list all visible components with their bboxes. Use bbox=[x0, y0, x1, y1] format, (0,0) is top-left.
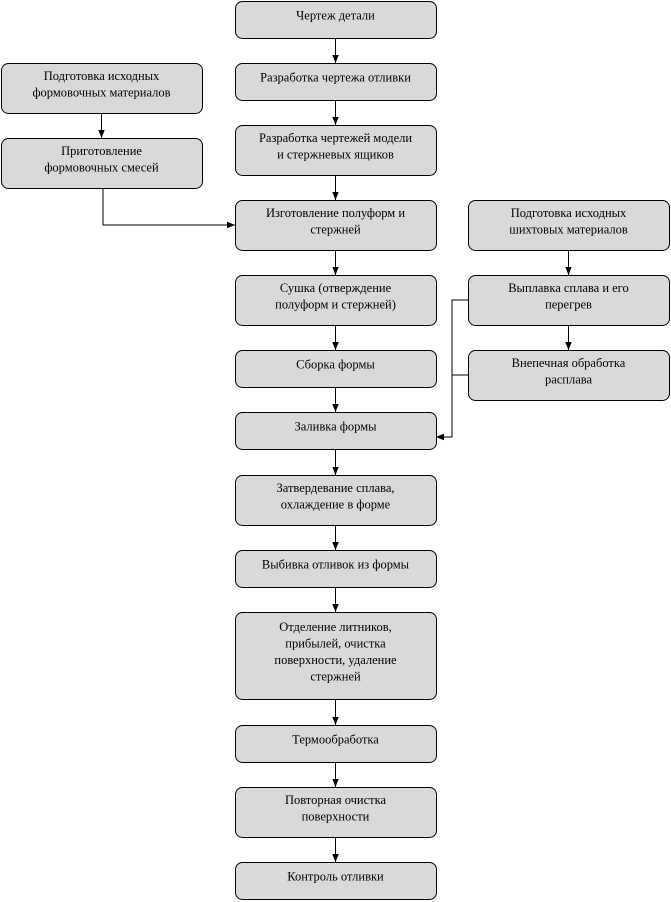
step-label: охлаждение в форме bbox=[281, 497, 391, 511]
step-box bbox=[235, 787, 437, 838]
step-box bbox=[235, 200, 437, 251]
step-box bbox=[468, 350, 670, 401]
step-box bbox=[235, 63, 437, 101]
step-box bbox=[1, 138, 203, 189]
step-box bbox=[235, 412, 437, 450]
step-n2: Разработка чертежа отливки bbox=[235, 63, 437, 101]
step-box bbox=[235, 350, 437, 388]
arrow-l2-to-n4 bbox=[102, 188, 235, 229]
step-n4: Изготовление полуформ и стержней bbox=[235, 200, 437, 251]
step-label: стержней bbox=[310, 669, 361, 683]
step-l2: Приготовление формовочных смесей bbox=[1, 138, 203, 189]
step-n11: Термообработка bbox=[235, 725, 437, 763]
step-n10: Отделение литников, прибылей, очистка пове… bbox=[235, 612, 437, 700]
step-r1: Подготовка исходных шихтовых материалов bbox=[468, 200, 670, 251]
step-box bbox=[235, 125, 437, 176]
step-label: Выплавка сплава и его bbox=[508, 281, 629, 295]
step-box bbox=[468, 200, 670, 251]
step-label: Затвердевание сплава, bbox=[276, 481, 394, 495]
step-label: Сборка формы bbox=[296, 358, 375, 372]
step-label: Разработка чертежа отливки bbox=[260, 71, 411, 85]
step-box bbox=[235, 612, 437, 700]
step-label: формовочных материалов bbox=[32, 85, 170, 99]
step-box bbox=[235, 725, 437, 763]
step-box bbox=[235, 475, 437, 526]
step-n6: Сборка формы bbox=[235, 350, 437, 388]
step-label: Заливка формы bbox=[294, 420, 377, 434]
step-label: прибылей, очистка bbox=[285, 636, 386, 650]
step-label: Приготовление bbox=[61, 144, 142, 158]
arrow-r3-to-n7 bbox=[436, 374, 468, 441]
step-label: формовочных смесей bbox=[44, 160, 159, 174]
step-r2: Выплавка сплава и его перегрев bbox=[468, 275, 670, 326]
step-label: Чертеж детали bbox=[296, 9, 375, 23]
step-label: Разработка чертежей модели bbox=[259, 131, 412, 145]
step-n1: Чертеж детали bbox=[235, 1, 437, 39]
step-box bbox=[235, 862, 437, 900]
step-n12: Повторная очистка поверхности bbox=[235, 787, 437, 838]
step-box bbox=[468, 275, 670, 326]
step-n7: Заливка формы bbox=[235, 412, 437, 450]
step-n3: Разработка чертежей модели и стержневых я… bbox=[235, 125, 437, 176]
step-label: расплава bbox=[545, 372, 593, 386]
step-label: поверхности, удаление bbox=[274, 653, 397, 667]
step-label: Термообработка bbox=[292, 733, 379, 747]
step-label: полуформ и стержней) bbox=[275, 297, 396, 311]
step-label: и стержневых ящиков bbox=[277, 147, 394, 161]
step-n9: Выбивка отливок из формы bbox=[235, 550, 437, 588]
step-label: Повторная очистка bbox=[285, 793, 387, 807]
step-label: Внепечная обработка bbox=[512, 356, 626, 370]
step-n8: Затвердевание сплава, охлаждение в форме bbox=[235, 475, 437, 526]
step-label: шихтовых материалов bbox=[509, 222, 628, 236]
connectors bbox=[98, 38, 572, 862]
step-label: Подготовка исходных bbox=[511, 206, 627, 220]
step-box bbox=[235, 1, 437, 39]
step-label: перегрев bbox=[545, 297, 592, 311]
step-label: Сушка (отверждение bbox=[280, 281, 392, 295]
step-label: Изготовление полуформ и bbox=[266, 206, 405, 220]
step-r3: Внепечная обработка расплава bbox=[468, 350, 670, 401]
step-label: поверхности bbox=[302, 809, 370, 823]
step-n5: Сушка (отверждение полуформ и стержней) bbox=[235, 275, 437, 326]
step-label: Выбивка отливок из формы bbox=[262, 558, 410, 572]
step-box bbox=[235, 550, 437, 588]
step-box bbox=[1, 63, 203, 114]
step-l1: Подготовка исходных формовочных материало… bbox=[1, 63, 203, 114]
step-label: Контроль отливки bbox=[287, 870, 384, 884]
step-label: Отделение литников, bbox=[279, 620, 392, 634]
step-n13: Контроль отливки bbox=[235, 862, 437, 900]
step-label: Подготовка исходных bbox=[44, 69, 160, 83]
step-box bbox=[235, 275, 437, 326]
step-label: стержней bbox=[310, 222, 361, 236]
